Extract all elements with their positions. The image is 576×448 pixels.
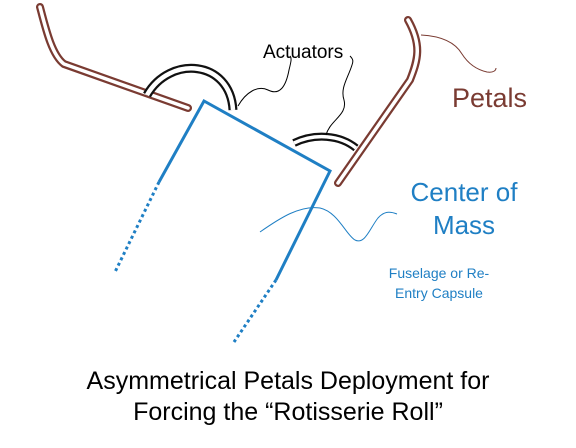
center-of-mass-label: Center of Mass bbox=[393, 176, 535, 242]
petals-leader bbox=[420, 34, 497, 73]
caption-line2: Forcing the “Rotisserie Roll” bbox=[133, 398, 443, 427]
diagram-caption: Asymmetrical Petals Deployment for Forci… bbox=[0, 366, 576, 429]
right-petal bbox=[334, 16, 422, 187]
left-petal bbox=[36, 3, 192, 112]
center-of-mass-leader bbox=[259, 207, 398, 242]
center-of-mass-line1: Center of bbox=[410, 177, 518, 207]
left-actuator bbox=[143, 63, 238, 111]
actuators-label: Actuators bbox=[263, 42, 344, 63]
actuators-leaders bbox=[237, 55, 354, 136]
fuselage-line2: Entry Capsule bbox=[395, 285, 483, 302]
right-actuator bbox=[292, 132, 359, 152]
fuselage-line1: Fuselage or Re- bbox=[388, 265, 490, 281]
fuselage-outline bbox=[113, 98, 332, 343]
caption-line1: Asymmetrical Petals Deployment for bbox=[86, 367, 490, 395]
petals-label: Petals bbox=[452, 83, 528, 113]
fuselage-label: Fuselage or Re- Entry Capsule bbox=[370, 263, 508, 304]
center-of-mass-line2: Mass bbox=[432, 209, 496, 240]
